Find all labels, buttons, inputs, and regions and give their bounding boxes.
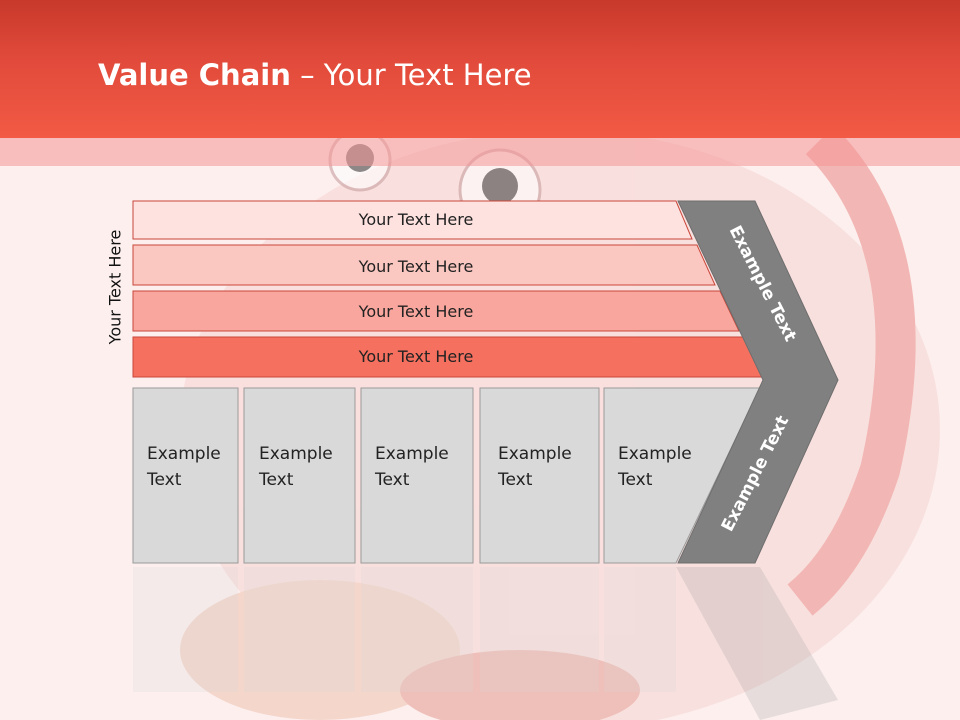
primary-box-4-line2: Text xyxy=(497,470,533,490)
support-bar-2-label: Your Text Here xyxy=(358,257,474,276)
primary-box-4-line1: Example xyxy=(498,444,572,464)
primary-box-5 xyxy=(603,387,761,564)
primary-box-5-line2: Text xyxy=(617,470,653,490)
primary-box-2-line1: Example xyxy=(259,444,333,464)
support-bar-3 xyxy=(132,290,740,332)
primary-box-5-line1: Example xyxy=(618,444,692,464)
primary-box-3 xyxy=(360,387,474,564)
primary-box-2-line2: Text xyxy=(258,470,294,490)
support-bar-1 xyxy=(132,200,693,240)
title-rest: – Your Text Here xyxy=(290,58,532,92)
support-bar-2 xyxy=(132,244,716,286)
support-bar-4-label: Your Text Here xyxy=(358,347,474,366)
reflection xyxy=(133,567,838,720)
primary-box-3-line2: Text xyxy=(374,470,410,490)
primary-box-1 xyxy=(132,387,239,564)
primary-box-3-line1: Example xyxy=(375,444,449,464)
primary-box-4 xyxy=(479,387,600,564)
primary-box-2 xyxy=(243,387,356,564)
title-bold: Value Chain xyxy=(98,58,291,92)
support-bar-3-label: Your Text Here xyxy=(358,302,474,321)
primary-box-1-line2: Text xyxy=(146,470,182,490)
support-bar-1-label: Your Text Here xyxy=(358,210,474,229)
margin-chevron xyxy=(677,200,839,564)
primary-box-1-line1: Example xyxy=(147,444,221,464)
header-band xyxy=(0,138,960,166)
header-banner xyxy=(0,0,960,138)
slide-title: Value Chain – Your Text Here xyxy=(98,55,532,95)
